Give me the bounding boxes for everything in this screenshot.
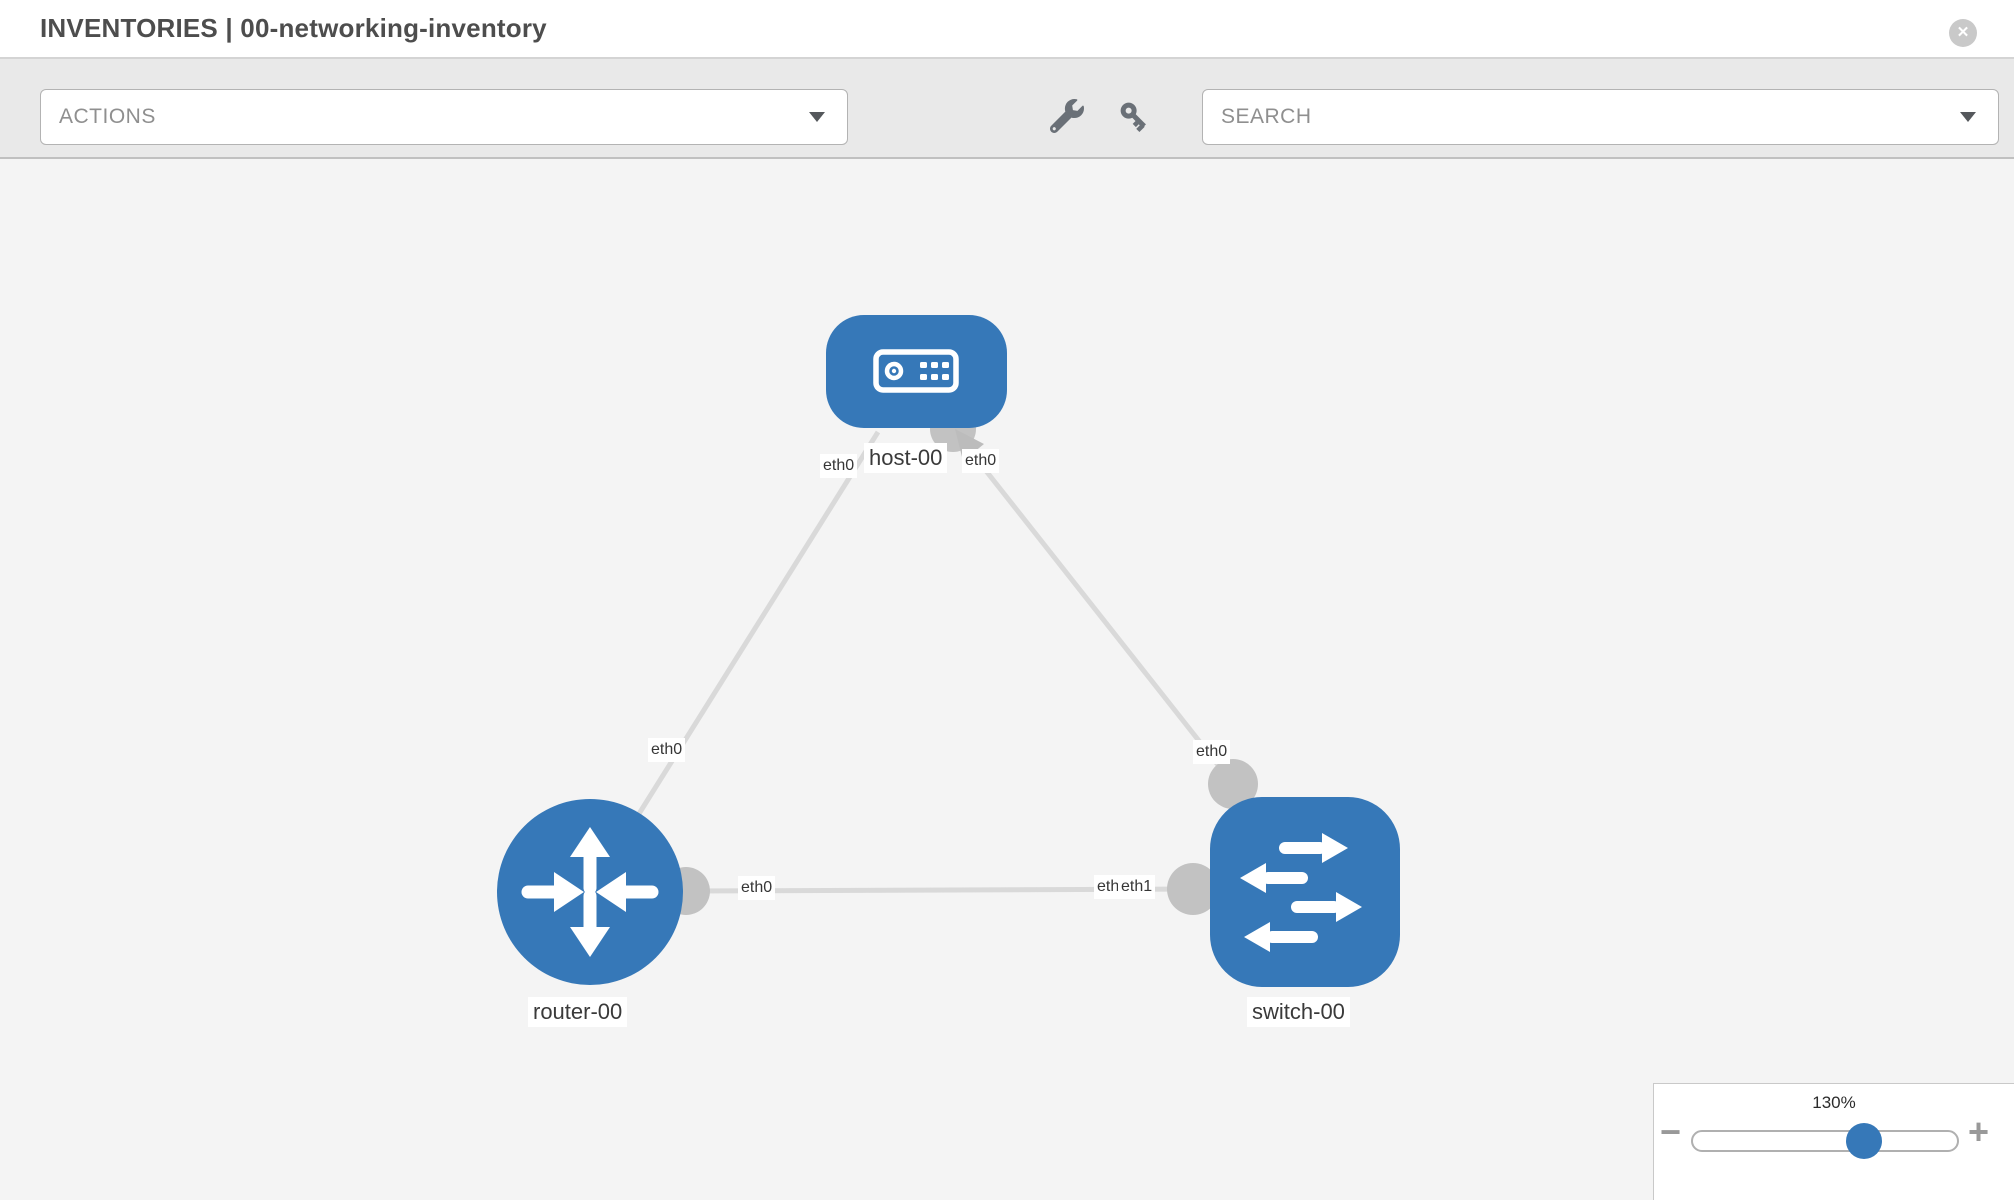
node-router-00[interactable] <box>497 799 683 985</box>
chevron-down-icon <box>1960 112 1976 122</box>
key-icon[interactable] <box>1118 100 1152 139</box>
node-host-00[interactable] <box>826 315 1007 428</box>
interface-label-router-eth0-right: eth0 <box>738 876 776 900</box>
zoom-level-value: 130% <box>1812 1093 1856 1112</box>
wrench-icon[interactable] <box>1049 99 1084 138</box>
connector-switch-top <box>1208 759 1258 809</box>
toolbar: ACTIONS SEARCH <box>0 59 2014 159</box>
router-arrows-icon <box>521 827 659 957</box>
zoom-slider-thumb[interactable] <box>1846 1123 1882 1159</box>
search-dropdown-label: SEARCH <box>1221 105 1312 128</box>
connector-switch-left <box>1167 863 1219 915</box>
topology-canvas[interactable] <box>0 159 2014 1200</box>
interface-label-host-eth0-right: eth0 <box>962 449 1000 473</box>
close-icon[interactable]: ✕ <box>1949 19 1977 47</box>
zoom-out-button minus-icon[interactable]: − <box>1660 1111 1682 1152</box>
actions-dropdown[interactable]: ACTIONS <box>40 89 848 145</box>
actions-dropdown-label: ACTIONS <box>59 105 156 128</box>
zoom-slider[interactable] <box>1691 1130 1959 1152</box>
search-dropdown[interactable]: SEARCH <box>1202 89 1999 145</box>
zoom-control-panel: 130% − + <box>1653 1083 2014 1200</box>
node-label-router-00: router-00 <box>528 997 628 1027</box>
zoom-in-button plus-icon[interactable]: + <box>1968 1111 1990 1152</box>
page-title: INVENTORIES | 00-networking-inventory <box>40 13 547 43</box>
interface-label-switch-eth1-left: eth1 <box>1118 875 1156 899</box>
node-label-host-00: host-00 <box>864 443 948 473</box>
interface-label-host-eth0-left: eth0 <box>820 454 858 478</box>
header: INVENTORIES | 00-networking-inventory ✕ <box>0 0 2014 59</box>
chevron-down-icon <box>809 112 825 122</box>
host-server-icon <box>873 349 959 393</box>
link-host-switch <box>951 427 1235 786</box>
interface-label-router-eth0-top: eth0 <box>648 738 686 762</box>
node-label-switch-00: switch-00 <box>1247 997 1350 1027</box>
node-switch-00[interactable] <box>1210 797 1400 987</box>
interface-label-switch-eth0-top: eth0 <box>1193 740 1231 764</box>
switch-arrows-icon <box>1240 833 1362 952</box>
